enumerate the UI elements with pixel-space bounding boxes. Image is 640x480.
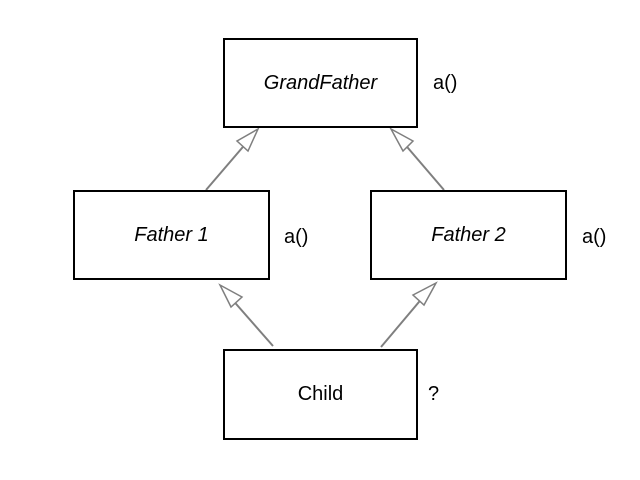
edge-father2-to-grandfather [401,140,445,191]
class-label-father2: Father 2 [431,223,506,246]
arrowhead-hollow-triangle [411,281,438,307]
edge-father1-to-grandfather [205,140,249,191]
arrowhead-hollow-triangle [235,127,260,153]
method-label-father1: a() [284,226,309,248]
method-label-grandfather: a() [433,72,458,94]
class-box-child: Child [223,349,418,440]
class-label-father1: Father 1 [134,223,209,246]
class-box-grandfather: GrandFather [223,38,418,128]
class-label-child: Child [297,383,344,405]
edge-child-to-father2 [380,295,425,348]
class-box-father1: Father 1 [73,190,270,280]
method-label-child: ? [428,383,440,405]
class-label-grandfather: GrandFather [263,71,378,94]
method-label-father2: a() [582,226,607,248]
arrowhead-hollow-triangle [389,127,415,153]
edge-child-to-father1 [229,296,274,347]
class-box-father2: Father 2 [370,190,567,280]
arrowhead-hollow-triangle [218,283,244,309]
